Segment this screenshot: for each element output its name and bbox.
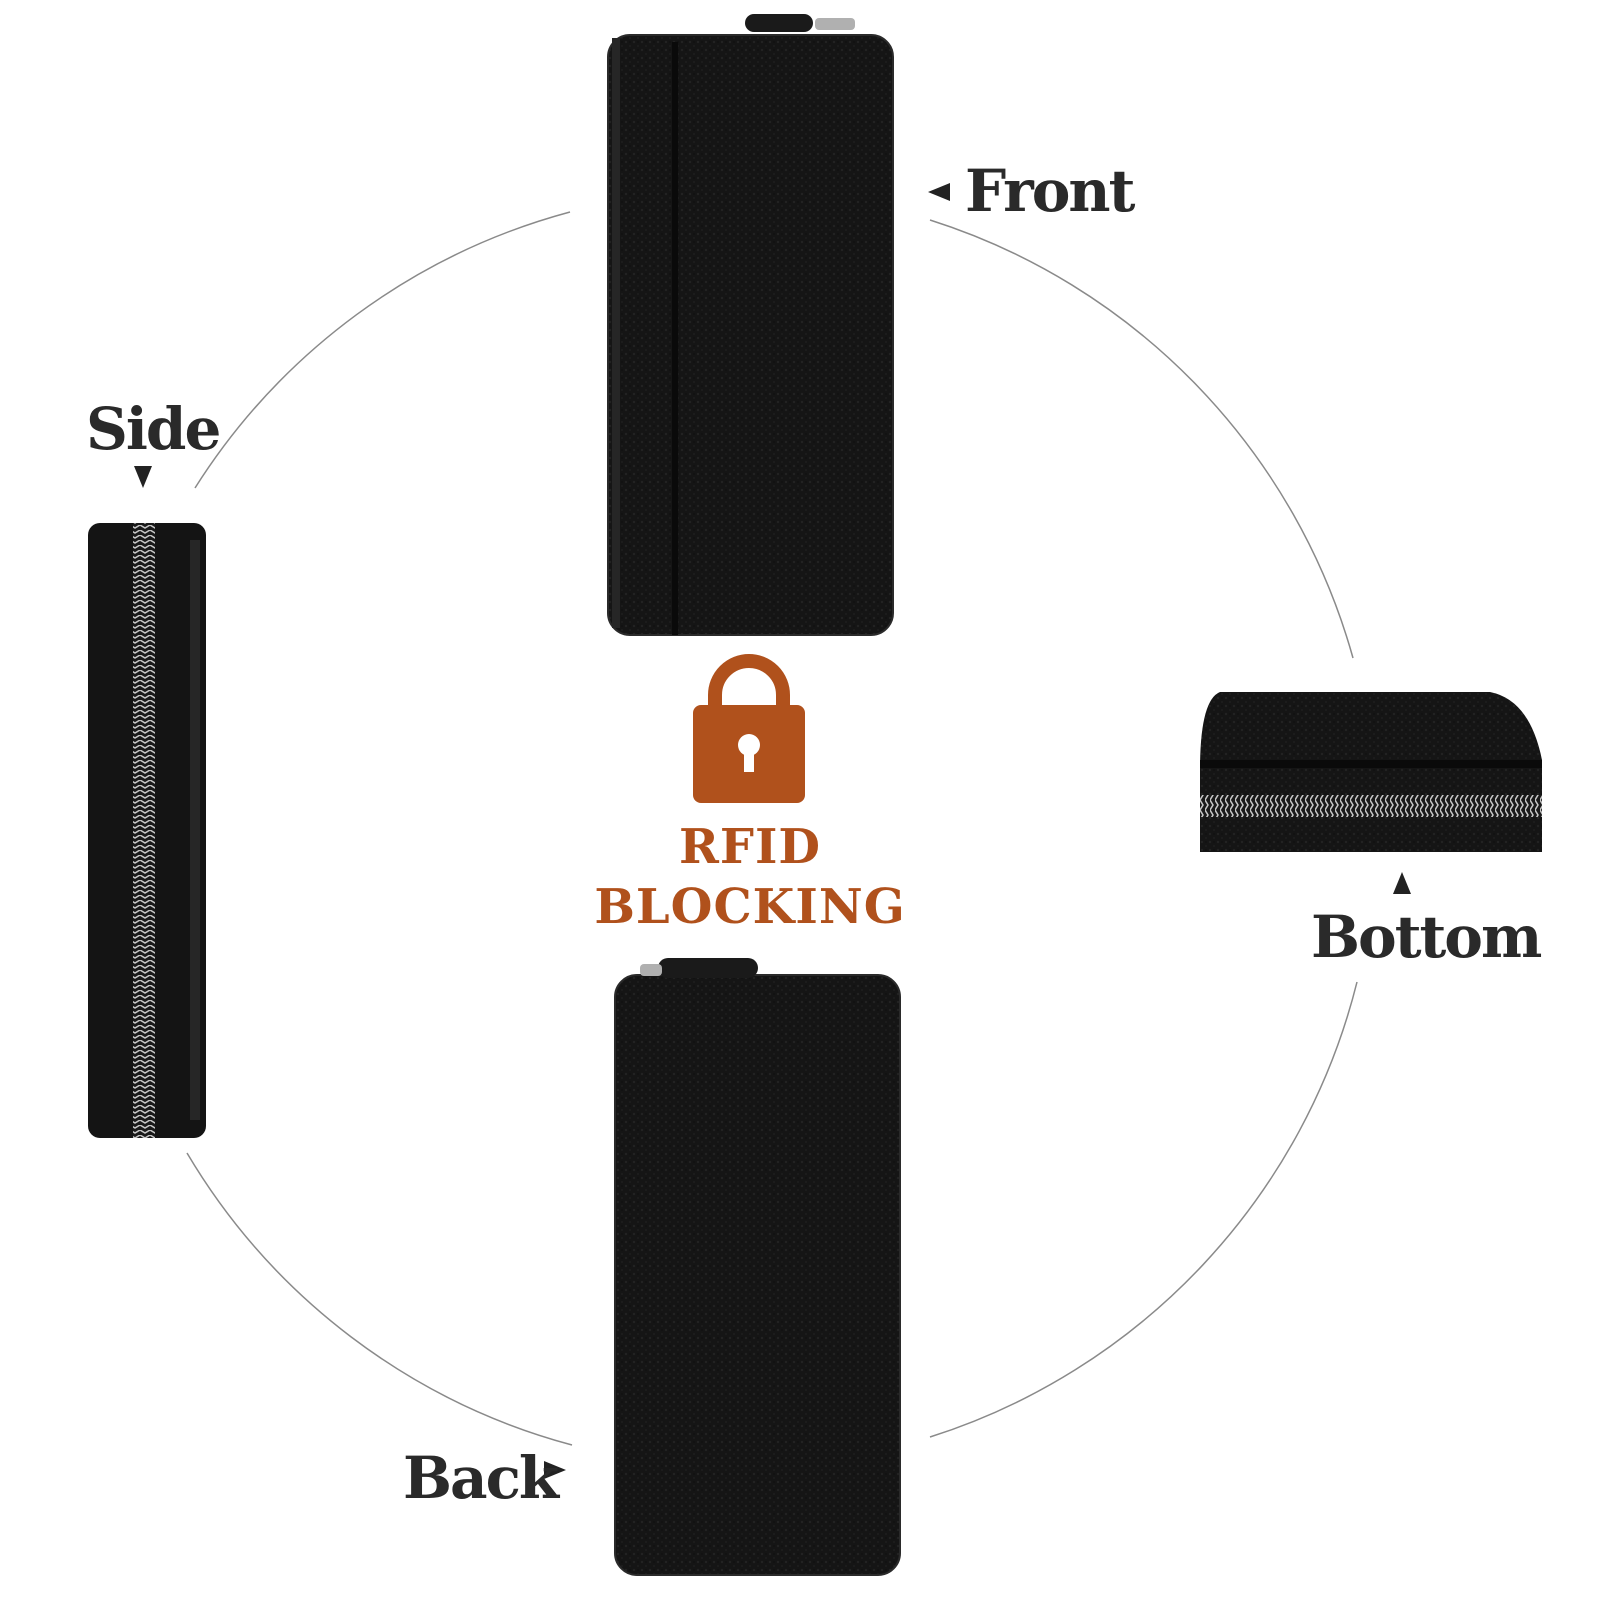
padlock-icon bbox=[693, 654, 805, 803]
front-arrow-icon bbox=[928, 183, 950, 201]
arc-top-left bbox=[194, 211, 571, 489]
arc-top-right bbox=[929, 219, 1354, 659]
label-front: Front bbox=[965, 157, 1135, 225]
rfid-title-line2: BLOCKING bbox=[594, 879, 906, 935]
label-bottom: Bottom bbox=[1311, 903, 1542, 971]
bottom-arrow-icon bbox=[1393, 872, 1411, 894]
label-side: Side bbox=[86, 395, 221, 463]
wallet-side-image bbox=[88, 523, 206, 1138]
circle-guide bbox=[186, 211, 1358, 1446]
arc-bottom-left bbox=[186, 1152, 573, 1446]
wallet-bottom-image bbox=[1200, 692, 1542, 852]
back-arrow-icon bbox=[544, 1461, 566, 1479]
pointer-arrows bbox=[134, 183, 1411, 1479]
side-arrow-icon bbox=[134, 466, 152, 488]
label-back: Back bbox=[403, 1444, 559, 1512]
wallet-back-image bbox=[614, 958, 901, 1576]
rfid-title-line1: RFID bbox=[678, 819, 822, 875]
wallet-front-image bbox=[607, 14, 894, 636]
arc-bottom-right bbox=[929, 981, 1358, 1438]
